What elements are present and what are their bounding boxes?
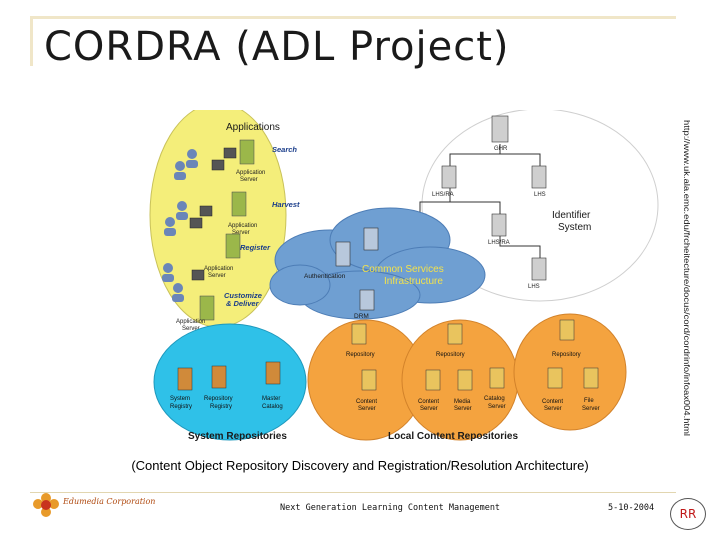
svg-text:Infrastructure: Infrastructure	[384, 276, 443, 287]
monitor-icons	[189, 147, 237, 281]
svg-text:Content: Content	[542, 399, 563, 405]
svg-text:Server: Server	[182, 326, 200, 332]
svg-text:Server: Server	[358, 406, 376, 412]
services-cloud	[269, 207, 486, 320]
app-server-icons	[199, 139, 255, 321]
cloud-servers	[335, 227, 379, 311]
svg-text:& Deliver: & Deliver	[226, 299, 260, 308]
svg-text:Repository: Repository	[436, 352, 465, 358]
svg-text:Repository: Repository	[204, 396, 233, 402]
rr-badge-button[interactable]: RR	[670, 498, 706, 530]
svg-text:LHS: LHS	[534, 192, 546, 198]
svg-text:Server: Server	[420, 406, 438, 412]
company-logo-icon	[33, 493, 59, 517]
register-label: Register	[240, 243, 271, 252]
svg-text:System: System	[170, 396, 190, 402]
vertical-url: http://www.uk.ala.emc.edu/frcheitecture/…	[682, 120, 691, 436]
svg-text:LHS/RA: LHS/RA	[432, 192, 454, 198]
svg-text:Application: Application	[228, 223, 257, 229]
svg-text:File: File	[584, 398, 594, 404]
svg-text:Server: Server	[454, 406, 472, 412]
applications-heading: Applications	[226, 122, 280, 133]
svg-text:Content: Content	[356, 399, 377, 405]
svg-text:Application: Application	[204, 266, 233, 272]
cordra-architecture-diagram: Applications Application Server Applicat…	[149, 110, 659, 442]
svg-text:Server: Server	[488, 404, 506, 410]
svg-text:Repository: Repository	[552, 352, 581, 358]
svg-text:http://www.uk.ala.emc.edu/frch: http://www.uk.ala.emc.edu/frcheitecture/…	[682, 120, 691, 436]
svg-text:Registry: Registry	[210, 404, 232, 410]
diagram-caption: (Content Object Repository Discovery and…	[131, 458, 589, 473]
svg-text:System: System	[558, 222, 591, 233]
harvest-label: Harvest	[272, 200, 300, 209]
svg-text:Application: Application	[236, 170, 265, 176]
svg-text:Repository: Repository	[346, 352, 375, 358]
svg-text:Media: Media	[454, 399, 471, 405]
customize-label: Customize	[224, 291, 262, 300]
svg-text:Server: Server	[232, 230, 250, 236]
svg-text:Server: Server	[544, 406, 562, 412]
svg-text:GHR: GHR	[494, 146, 508, 152]
user-icons	[162, 149, 198, 302]
svg-text:LHS: LHS	[528, 284, 540, 290]
system-repositories-heading: System Repositories	[188, 431, 287, 442]
svg-text:LHS/RA: LHS/RA	[488, 240, 510, 246]
title-frame-left	[30, 16, 33, 66]
identifier-lines	[419, 144, 541, 258]
svg-text:Identifier: Identifier	[552, 210, 591, 221]
svg-text:Server: Server	[240, 177, 258, 183]
svg-text:Catalog: Catalog	[262, 404, 283, 410]
identifier-region	[421, 110, 659, 302]
search-label: Search	[272, 145, 297, 154]
svg-text:DRM: DRM	[354, 313, 369, 320]
svg-text:Common Services: Common Services	[362, 264, 444, 275]
footer-date: 5-10-2004	[608, 503, 655, 513]
svg-text:Server: Server	[582, 406, 600, 412]
system-repositories-region	[153, 323, 307, 441]
svg-text:Master: Master	[262, 396, 280, 402]
footer-rule	[30, 492, 676, 493]
title-frame-top	[30, 16, 676, 19]
svg-text:Registry: Registry	[170, 404, 192, 410]
company-name: Edumedia Corporation	[63, 497, 156, 506]
svg-text:Content: Content	[418, 399, 439, 405]
svg-text:Authentication: Authentication	[304, 273, 346, 280]
svg-text:Server: Server	[208, 273, 226, 279]
local-repositories-heading: Local Content Repositories	[388, 431, 518, 442]
svg-text:Catalog: Catalog	[484, 396, 505, 402]
footer-title: Next Generation Learning Content Managem…	[280, 503, 501, 513]
svg-text:Application: Application	[176, 319, 205, 325]
slide-title: CORDRA (ADL Project)	[44, 24, 510, 70]
